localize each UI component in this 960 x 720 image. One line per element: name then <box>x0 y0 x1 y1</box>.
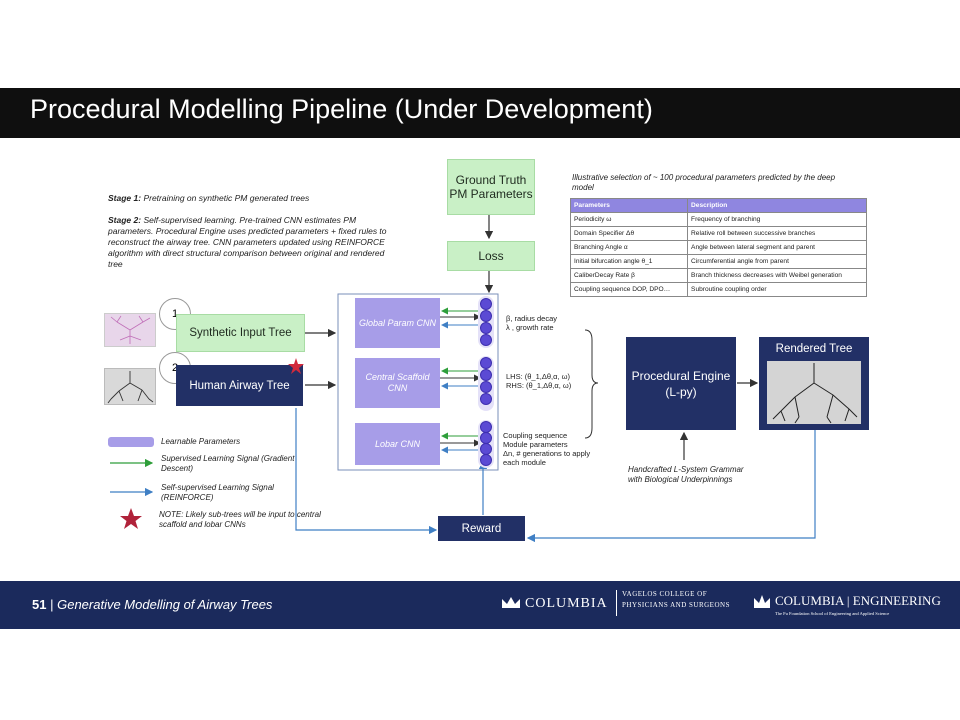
legend-selfsup: Self-supervised Learning Signal (REINFOR… <box>161 483 274 502</box>
legend-star-icon <box>120 508 142 529</box>
columbia-wordmark: COLUMBIA <box>525 596 608 611</box>
engineering-crest-icon <box>754 595 770 608</box>
table-row: Coupling sequence DOP, DPO…Subroutine co… <box>569 282 867 297</box>
footer-page-number: 51 | Generative Modelling of Airway Tree… <box>32 597 272 612</box>
star-icon <box>288 358 304 374</box>
vagelos-line2: PHYSICIANS AND SURGEONS <box>622 601 730 609</box>
learnable-param-dot <box>480 357 492 369</box>
table-cell: Frequency of branching <box>687 212 867 227</box>
global-param-cnn: Global Param CNN <box>355 298 440 348</box>
stage1-body: Pretraining on synthetic PM generated tr… <box>141 193 310 203</box>
procedural-engine-box: Procedural Engine (L-py) <box>626 337 736 430</box>
table-cell: Angle between lateral segment and parent <box>687 240 867 255</box>
global-params-text: β, radius decay λ , growth rate <box>506 314 558 332</box>
engineering-wordmark: COLUMBIA | ENGINEERING <box>775 593 941 608</box>
page-number: 51 <box>32 597 47 612</box>
legend-learnable-swatch <box>108 437 154 447</box>
params-brace <box>584 329 599 439</box>
stage2-text: Stage 2: Self-supervised learning. Pre-t… <box>108 215 398 270</box>
stage2-label: Stage 2: <box>108 215 142 225</box>
rendered-tree-box: Rendered Tree <box>759 337 869 430</box>
global-param-column <box>478 296 494 348</box>
table-cell: Subroutine coupling order <box>687 282 867 297</box>
eng-engineering: ENGINEERING <box>852 593 941 608</box>
table-cell: Coupling sequence DOP, DPO… <box>569 282 689 297</box>
synthetic-input-box: Synthetic Input Tree <box>176 314 305 352</box>
table-header-row: Parameters Description <box>569 198 867 213</box>
table-cell: Branching Angle α <box>569 240 689 255</box>
crown-icon <box>502 597 520 608</box>
human-to-reward-arrow <box>295 408 438 535</box>
footer-subtitle: Generative Modelling of Airway Trees <box>57 597 273 612</box>
synthetic-tree-thumbnail <box>104 313 156 347</box>
legend-supervised: Supervised Learning Signal (Gradient Des… <box>161 454 295 473</box>
table-cell: Relative roll between successive branche… <box>687 226 867 241</box>
table-cell: CaliberDecay Rate β <box>569 268 689 283</box>
eng-columbia: COLUMBIA <box>775 593 844 608</box>
human-tree-icon <box>107 371 154 404</box>
learnable-param-dot <box>480 334 492 346</box>
rendered-tree-icon <box>772 363 858 424</box>
lobar-cnn: Lobar CNN <box>355 423 440 465</box>
human-airway-box: Human Airway Tree <box>176 365 303 406</box>
footer-bar <box>0 581 960 629</box>
learnable-param-dot <box>480 454 492 466</box>
table-header-cell: Parameters <box>569 198 689 213</box>
table-cell: Branch thickness decreases with Weibel g… <box>687 268 867 283</box>
table-header-cell: Description <box>687 198 867 213</box>
rendered-tree-image <box>767 361 861 424</box>
lobar-params-text: Coupling sequence Module parameters Δn, … <box>503 431 591 467</box>
central-scaffold-cnn: Central Scaffold CNN <box>355 358 440 408</box>
loss-box: Loss <box>447 241 535 271</box>
learnable-param-dot <box>480 322 492 334</box>
rendered-to-reward-arrow <box>526 430 816 543</box>
human-tree-thumbnail <box>104 368 156 405</box>
table-cell: Circumferential angle from parent <box>687 254 867 269</box>
learnable-param-dot <box>480 393 492 405</box>
legend-note: NOTE: Likely sub-trees will be input to … <box>159 510 321 529</box>
learnable-param-dot <box>480 298 492 310</box>
handcrafted-text: Handcrafted L-System Grammar with Biolog… <box>628 465 744 484</box>
title-bar <box>0 88 960 138</box>
lobar-param-column <box>478 420 494 468</box>
slide-title: Procedural Modelling Pipeline (Under Dev… <box>30 94 653 124</box>
rendered-tree-label: Rendered Tree <box>775 343 853 355</box>
synthetic-tree-icon <box>110 315 151 344</box>
stage1-text: Stage 1: Pretraining on synthetic PM gen… <box>108 193 408 204</box>
footer-divider <box>616 590 617 616</box>
reward-box: Reward <box>438 516 525 541</box>
learnable-param-dot <box>480 369 492 381</box>
central-params-text: LHS: (θ_1,Δθ,α, ω) RHS: (θ_1,Δθ,α, ω) <box>506 372 572 390</box>
learnable-param-dot <box>480 310 492 322</box>
legend-learnable: Learnable Parameters <box>161 437 241 446</box>
stage1-label: Stage 1: <box>108 193 142 203</box>
cnn-group-frame <box>337 293 499 471</box>
learnable-param-dot <box>480 381 492 393</box>
central-param-column <box>478 356 494 411</box>
table-cell: Initial bifurcation angle θ_1 <box>569 254 689 269</box>
table-caption: Illustrative selection of ~ 100 procedur… <box>572 173 836 192</box>
stage2-body: Self-supervised learning. Pre-trained CN… <box>108 215 387 269</box>
engineering-subtitle: The Fu Foundation School of Engineering … <box>775 611 890 616</box>
table-cell: Domain Specifier Δθ <box>569 226 689 241</box>
footer-separator: | <box>50 597 54 612</box>
table-cell: Periodicity ω <box>569 212 689 227</box>
vagelos-line1: VAGELOS COLLEGE OF <box>622 590 708 598</box>
ground-truth-box: Ground Truth PM Parameters <box>447 159 535 215</box>
